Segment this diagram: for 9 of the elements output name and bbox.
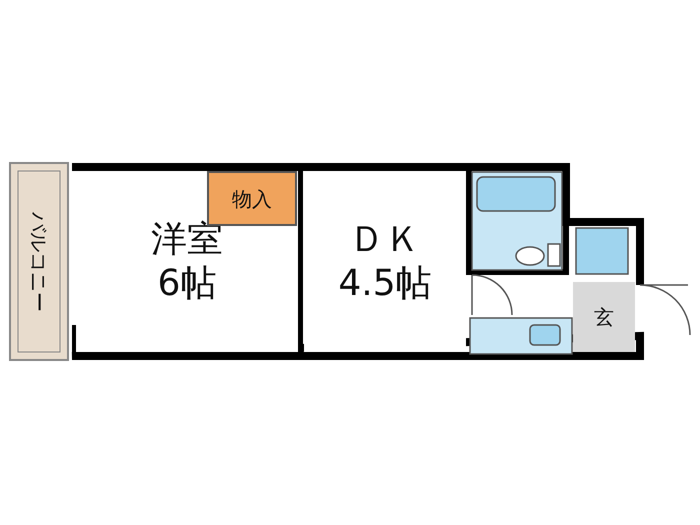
room-label: 4.5帖 [338,262,432,306]
room-label: 玄 [594,305,614,329]
room-label: ＤＫ [349,218,421,262]
room-label: 洋室 [151,218,223,262]
bedroom-area [76,171,298,352]
room-label: 物入 [232,186,272,210]
room-label: バルコニー [27,212,51,312]
room-label: 6帖 [158,262,216,306]
entrance-area [573,282,635,352]
